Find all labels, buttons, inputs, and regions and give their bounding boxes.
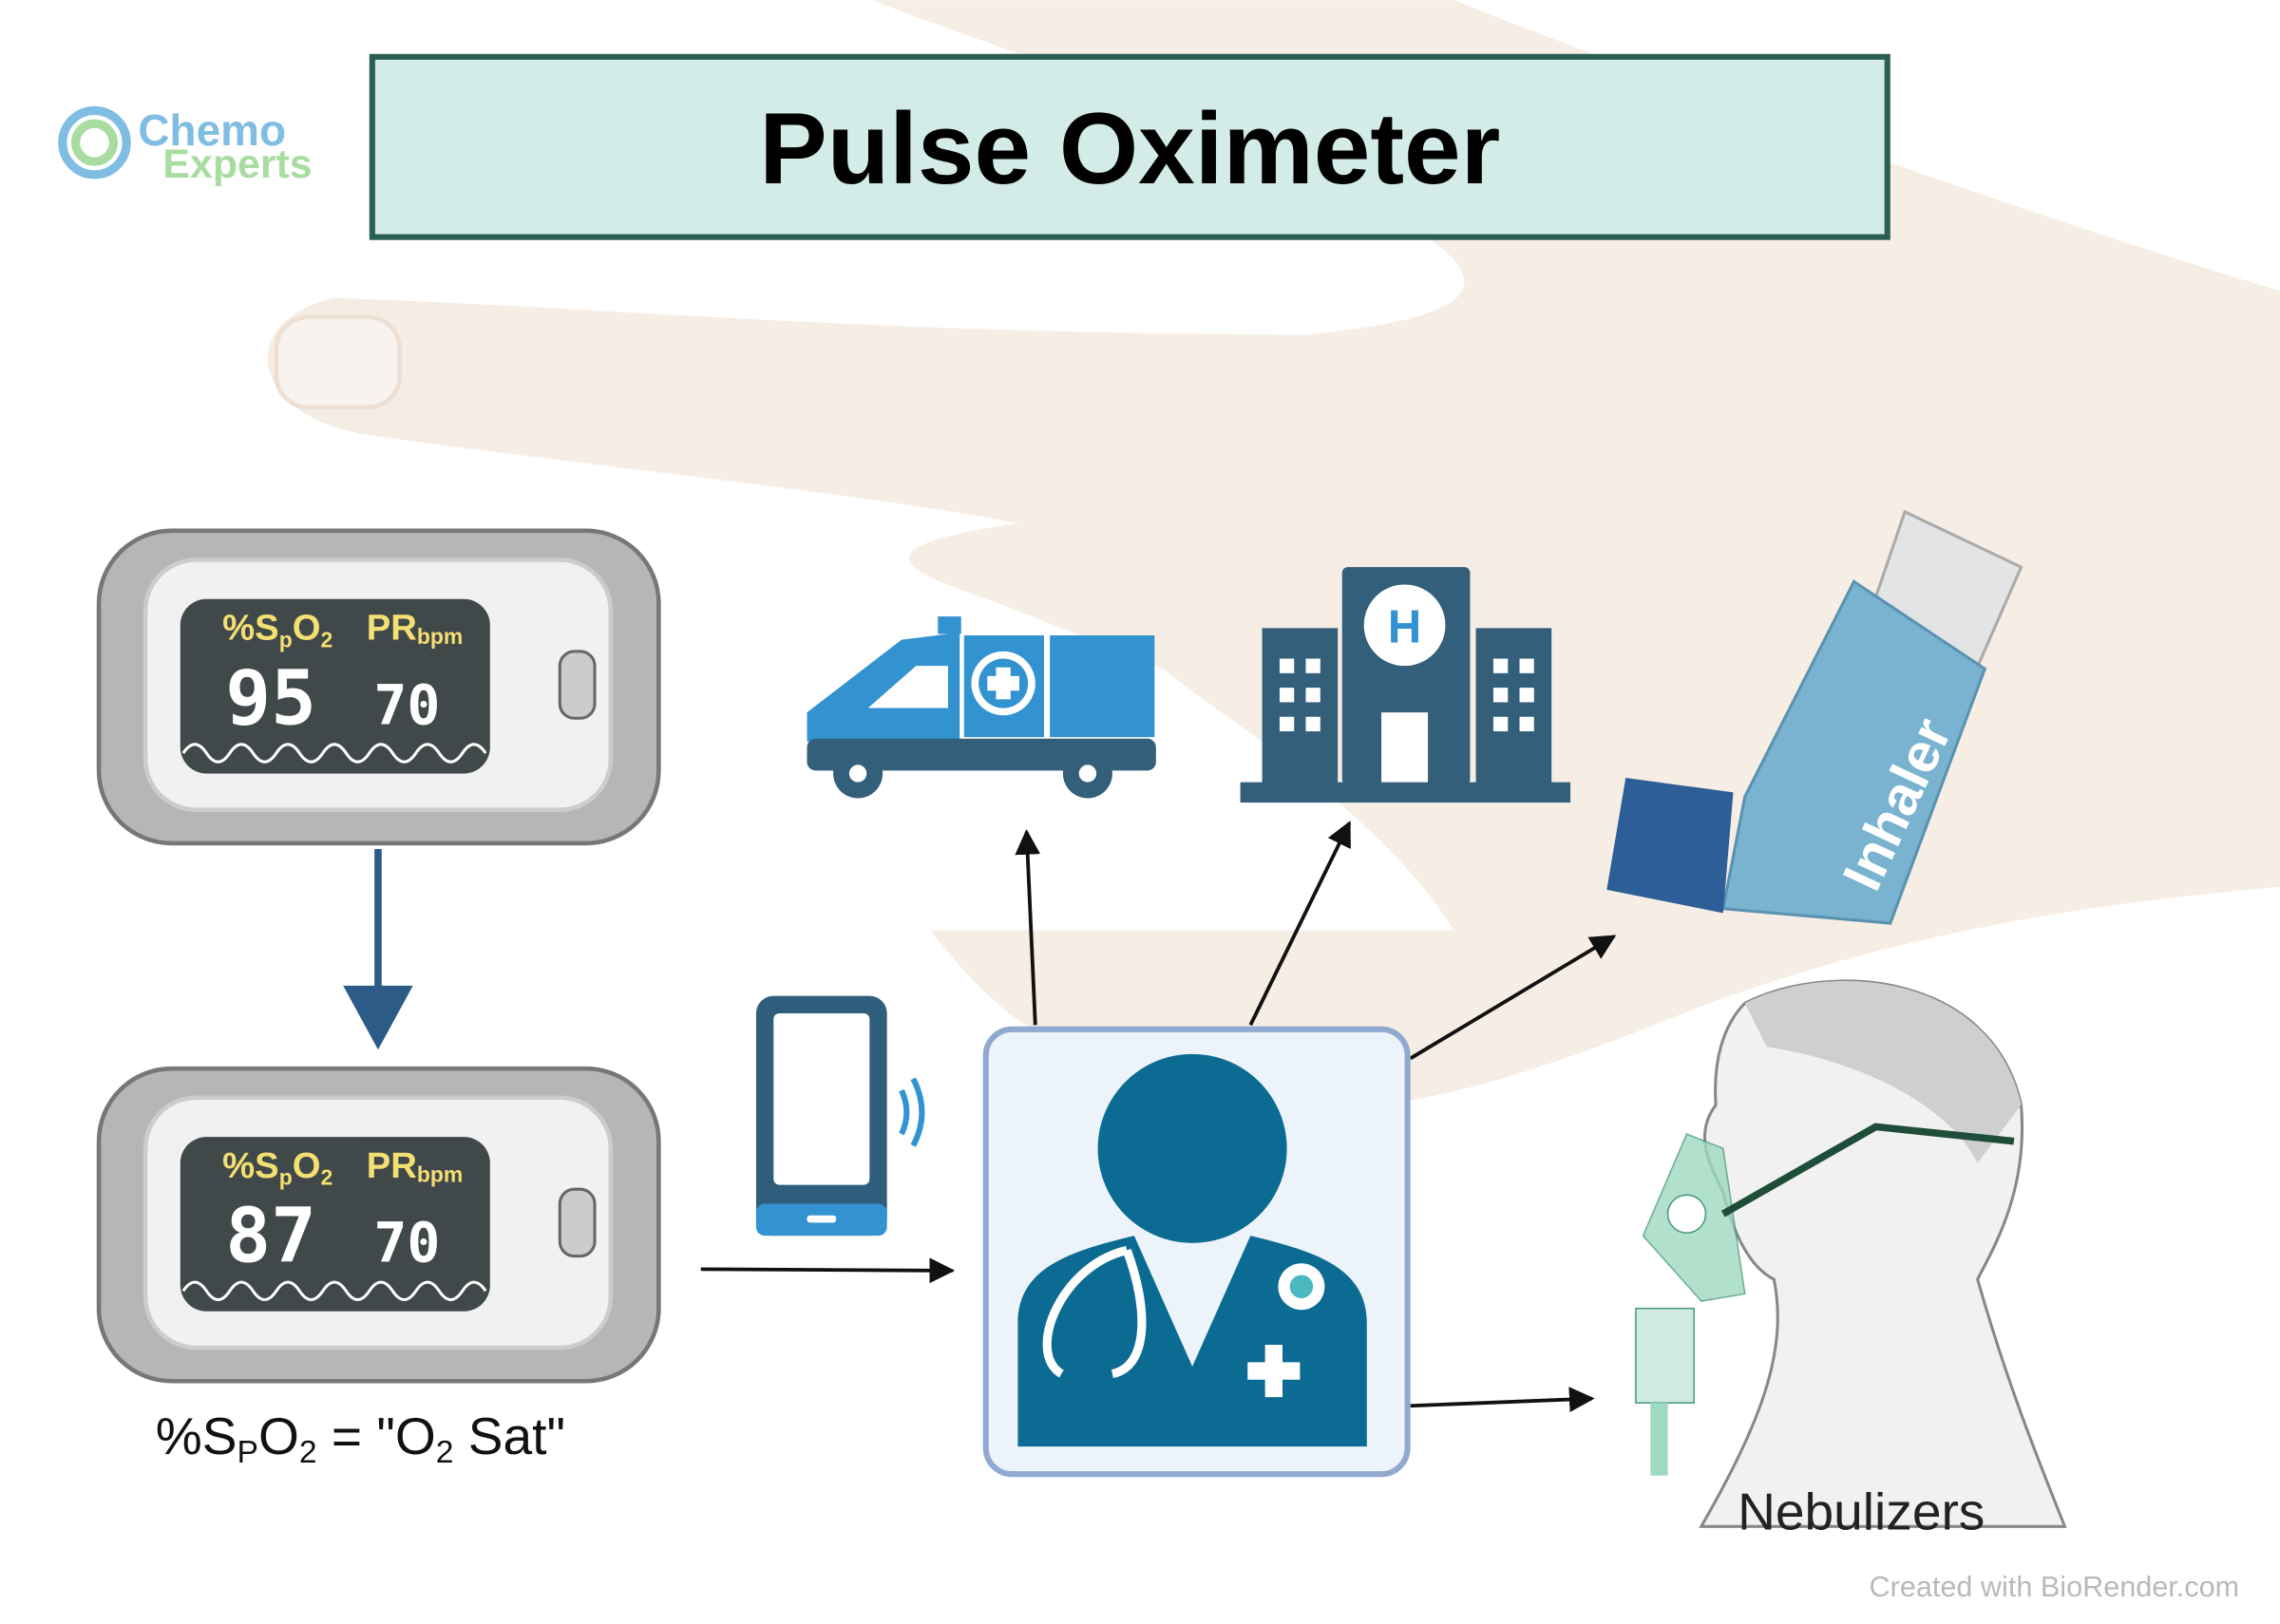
spo2-caption: %SPO2 = "O2 Sat" [156,1407,565,1470]
nebulizer-label: Nebulizers [1738,1482,1985,1540]
svg-text:PRbpm: PRbpm [367,1145,464,1187]
svg-text:Experts: Experts [162,142,312,187]
title-banner: Pulse Oximeter [369,53,1890,240]
svg-text:%SpO2: %SpO2 [222,608,332,652]
svg-text:H: H [1388,602,1421,653]
pulse-waveform [181,743,487,764]
pr-value: 70 [373,1211,440,1275]
oximeter-normal: %SpO2 PRbpm 95 70 [96,528,661,846]
spo2-value: 95 [225,653,316,742]
watermark: Created with BioRender.com [1870,1571,2240,1603]
hospital-icon: H [1240,567,1571,803]
chemo-experts-logo: Chemo Experts [58,105,313,187]
oximeter-low: %SpO2 PRbpm 87 70 [96,1066,661,1384]
doctor-icon [982,1026,1411,1478]
pr-value: 70 [373,672,440,737]
spo2-value: 87 [225,1192,316,1280]
ambulance-icon [807,616,1156,799]
page-title: Pulse Oximeter [759,91,1500,205]
smartphone-icon [755,995,925,1237]
inhaler-icon: Inhaler [1606,509,2024,925]
svg-text:Chemo: Chemo [138,105,286,155]
flow-arrows [700,821,1617,1412]
svg-text:PRbpm: PRbpm [367,608,464,650]
down-arrow [343,849,413,1050]
svg-text:%SpO2: %SpO2 [222,1145,332,1190]
nebulizer-patient-illustration: Nebulizers [1635,979,2067,1540]
